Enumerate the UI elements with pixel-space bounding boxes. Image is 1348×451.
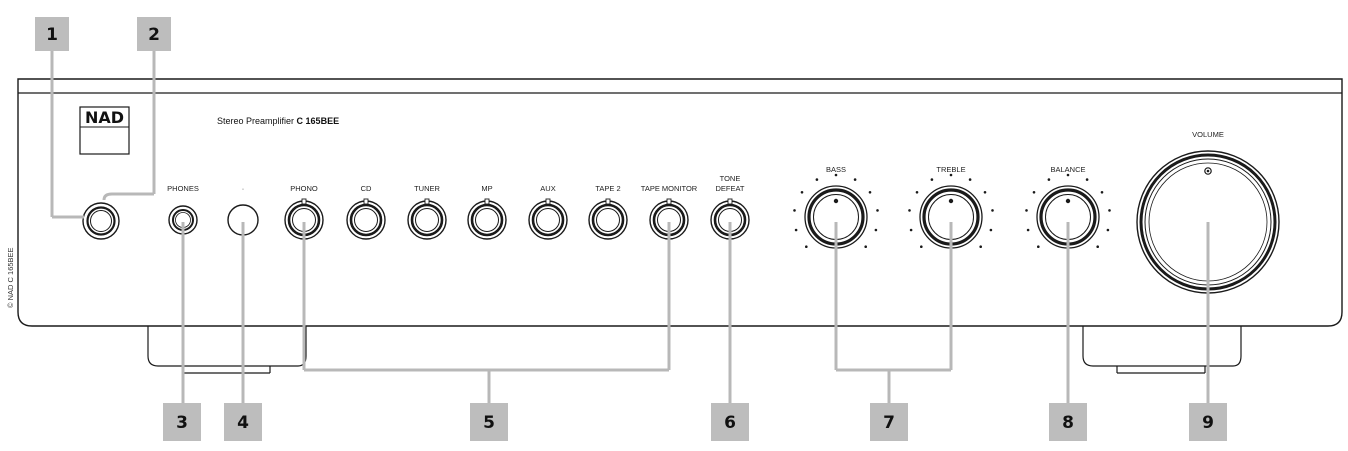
callout-2: 2 bbox=[137, 17, 171, 51]
svg-text:9: 9 bbox=[1202, 413, 1214, 433]
led-indicator-icon bbox=[605, 198, 611, 205]
led-indicator-icon bbox=[363, 198, 369, 205]
callout-3: 3 bbox=[163, 403, 201, 441]
callout-4: 4 bbox=[224, 403, 262, 441]
phones-jack[interactable] bbox=[168, 205, 198, 235]
callout-7: 7 bbox=[870, 403, 908, 441]
tone-defeat-label-line2: DEFEAT bbox=[715, 184, 744, 193]
scale-dots-icon bbox=[908, 173, 994, 248]
knob-pointer-icon bbox=[948, 198, 954, 204]
callout-1: 1 bbox=[35, 17, 69, 51]
left-foot bbox=[147, 325, 307, 374]
knob-pointer-icon bbox=[833, 198, 839, 204]
mp-button[interactable] bbox=[467, 198, 507, 240]
volume-label: VOLUME bbox=[1192, 130, 1224, 139]
aux-label: AUX bbox=[540, 184, 555, 193]
front-panel bbox=[17, 78, 1343, 327]
svg-text:6: 6 bbox=[724, 413, 736, 433]
bass-knob[interactable] bbox=[793, 173, 879, 249]
led-indicator-icon bbox=[301, 198, 307, 205]
callout-8: 8 bbox=[1049, 403, 1087, 441]
treble-label: TREBLE bbox=[936, 165, 965, 174]
right-foot bbox=[1082, 325, 1242, 374]
balance-label: BALANCE bbox=[1050, 165, 1085, 174]
cd-label: CD bbox=[361, 184, 372, 193]
nad-logo: NAD bbox=[79, 106, 130, 155]
logo-text: NAD bbox=[85, 108, 124, 127]
svg-text:5: 5 bbox=[483, 413, 495, 433]
side-model-text: © NAD C 165BEE bbox=[6, 247, 15, 308]
callout-5: 5 bbox=[470, 403, 508, 441]
svg-text:3: 3 bbox=[176, 413, 188, 433]
led-indicator-icon bbox=[545, 198, 551, 205]
aux-button[interactable] bbox=[528, 198, 568, 240]
callout-9: 9 bbox=[1189, 403, 1227, 441]
phono-label: PHONO bbox=[290, 184, 318, 193]
scale-dots-icon bbox=[1025, 173, 1111, 248]
svg-text:4: 4 bbox=[237, 413, 249, 433]
cd-button[interactable] bbox=[346, 198, 386, 240]
phones-label: PHONES bbox=[167, 184, 199, 193]
tuner-button[interactable] bbox=[407, 198, 447, 240]
power-button[interactable] bbox=[82, 202, 120, 240]
led-indicator-icon bbox=[424, 198, 430, 205]
led-indicator-icon bbox=[727, 198, 733, 205]
treble-knob[interactable] bbox=[908, 173, 994, 249]
knob-pointer-icon bbox=[1065, 198, 1071, 204]
tone-defeat-label-line1: TONE bbox=[720, 174, 741, 183]
svg-text:7: 7 bbox=[883, 413, 895, 433]
led-indicator-icon bbox=[484, 198, 490, 205]
bass-label: BASS bbox=[826, 165, 846, 174]
tuner-label: TUNER bbox=[414, 184, 440, 193]
tone-defeat-button[interactable] bbox=[710, 198, 750, 240]
callout-lines bbox=[50, 50, 1210, 403]
led-indicator-icon bbox=[666, 198, 672, 205]
ir-window-label: · bbox=[242, 184, 245, 193]
svg-text:1: 1 bbox=[46, 25, 58, 45]
model-label: Stereo Preamplifier C 165BEE bbox=[217, 116, 339, 126]
callout-6: 6 bbox=[711, 403, 749, 441]
svg-text:2: 2 bbox=[148, 25, 160, 45]
tape-monitor-label: TAPE MONITOR bbox=[641, 184, 698, 193]
svg-text:8: 8 bbox=[1062, 413, 1074, 433]
tape2-button[interactable] bbox=[588, 198, 628, 240]
tape2-label: TAPE 2 bbox=[595, 184, 620, 193]
scale-dots-icon bbox=[793, 173, 879, 248]
tape-monitor-button[interactable] bbox=[649, 198, 689, 240]
mp-label: MP bbox=[481, 184, 492, 193]
